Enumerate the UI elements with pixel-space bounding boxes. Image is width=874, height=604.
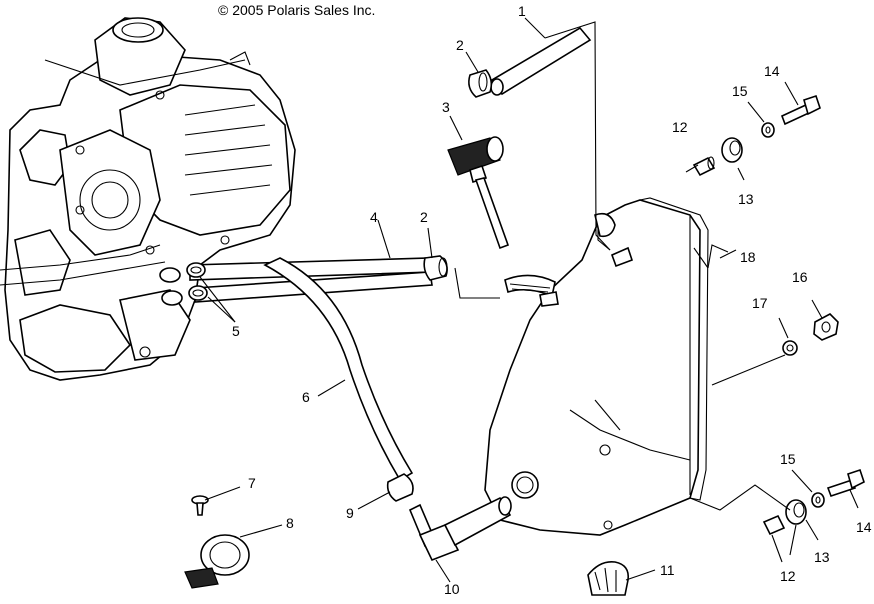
callout-9: 9 — [346, 505, 354, 521]
callout-15-upper: 15 — [732, 83, 748, 99]
callout-6: 6 — [302, 389, 310, 405]
nut-16 — [813, 313, 839, 341]
grommet-13-upper — [721, 137, 743, 163]
callout-14-upper: 14 — [764, 63, 780, 79]
callout-3: 3 — [442, 99, 450, 115]
cap-9 — [386, 473, 414, 502]
clamp-5-pair — [186, 262, 208, 301]
bushing-12-lower — [762, 514, 786, 536]
elbow-fitting-10 — [408, 496, 512, 562]
callout-2-upper: 2 — [456, 37, 464, 53]
clamp-8 — [184, 534, 250, 589]
callout-14-lower: 14 — [856, 519, 872, 535]
copyright-notice: © 2005 Polaris Sales Inc. — [218, 2, 376, 18]
callout-2-lower: 2 — [420, 209, 428, 225]
dipstick-3 — [447, 136, 510, 250]
bolt-14-upper — [780, 94, 821, 126]
grommet-13-lower — [785, 499, 807, 525]
washer-17 — [782, 340, 798, 356]
callout-7: 7 — [248, 475, 256, 491]
callout-15-lower: 15 — [780, 451, 796, 467]
rivet-7 — [191, 495, 209, 516]
tube-1 — [490, 26, 592, 96]
callout-12-upper: 12 — [672, 119, 688, 135]
callout-13-upper: 13 — [738, 191, 754, 207]
callout-13-lower: 13 — [814, 549, 830, 565]
leader-lines — [199, 17, 859, 583]
callout-16: 16 — [792, 269, 808, 285]
bushing-12-upper — [692, 156, 716, 177]
engine-illustration — [0, 17, 296, 381]
oil-tank-18 — [484, 197, 709, 536]
callout-10: 10 — [444, 581, 460, 597]
callout-11: 11 — [660, 562, 675, 578]
callout-8: 8 — [286, 515, 294, 531]
callout-17: 17 — [752, 295, 768, 311]
callout-5: 5 — [232, 323, 240, 339]
cap-2-upper — [468, 69, 493, 98]
washer-15-lower — [811, 492, 825, 508]
washer-15-upper — [761, 122, 775, 138]
callout-1: 1 — [518, 3, 526, 19]
cap-2-lower — [423, 255, 448, 281]
cap-11 — [587, 560, 630, 596]
callout-4: 4 — [370, 209, 378, 225]
bolt-14-lower — [826, 468, 865, 498]
callout-12-lower: 12 — [780, 568, 796, 584]
callout-18: 18 — [740, 249, 756, 265]
